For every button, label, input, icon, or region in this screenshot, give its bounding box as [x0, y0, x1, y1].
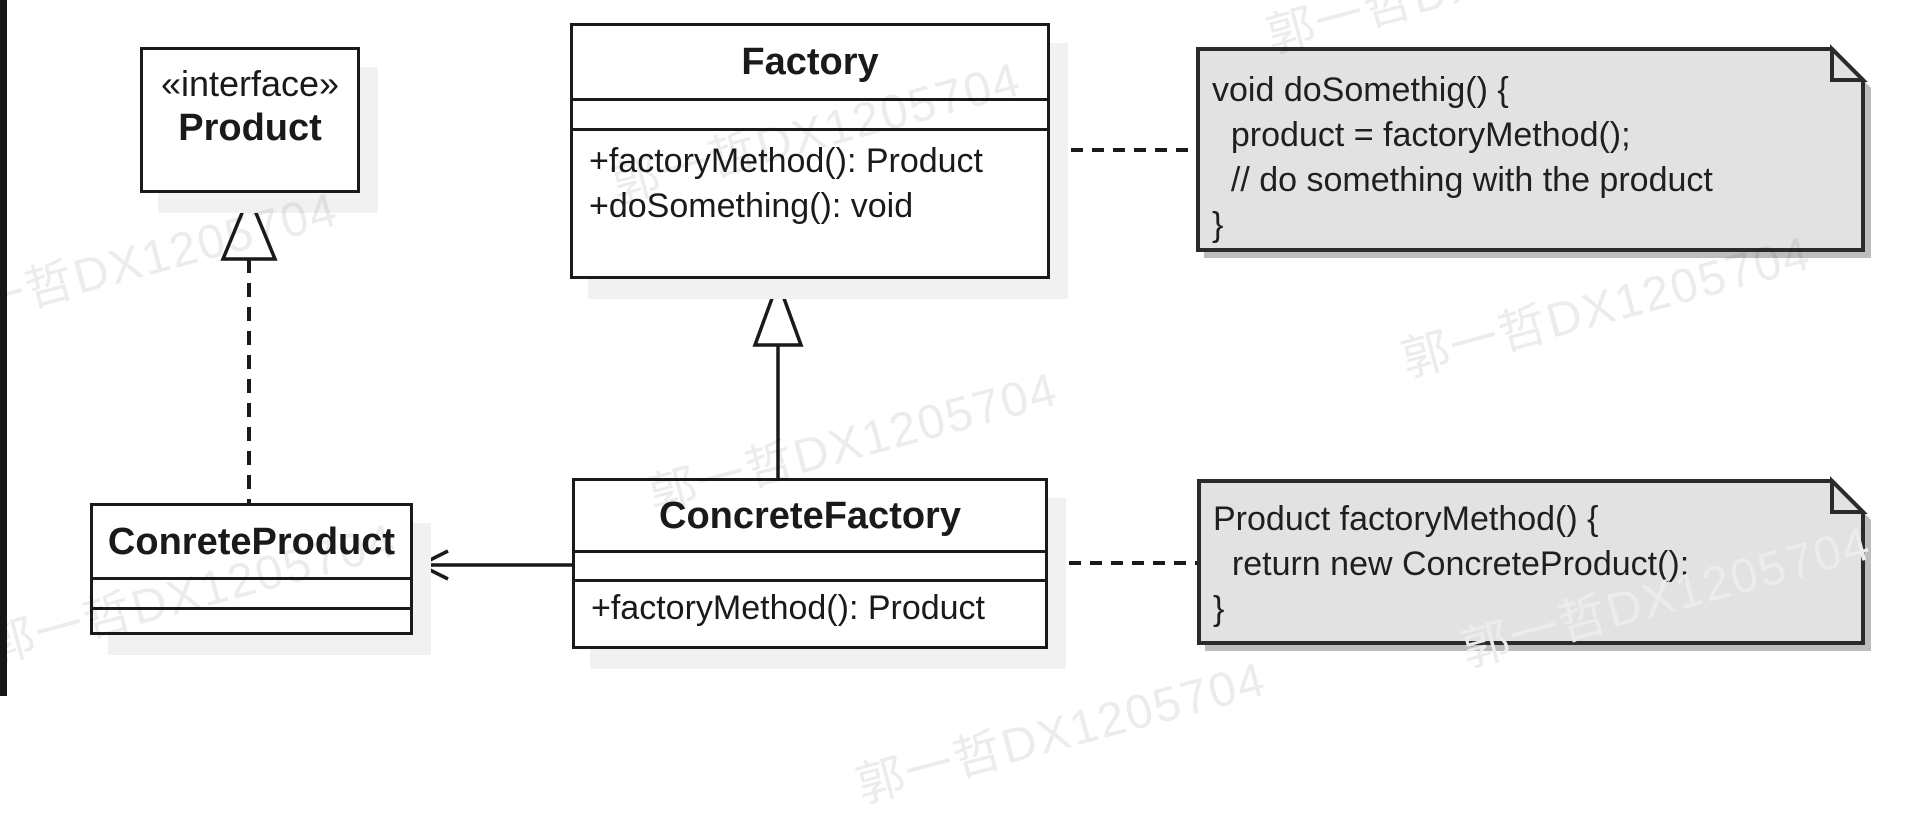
code-line: } [1212, 206, 1224, 244]
method-label: +doSomething(): void [589, 187, 914, 225]
class-concrete-factory: ConcreteFactory +factoryMethod(): Produc… [572, 478, 1048, 649]
code-note-do-something: void doSomethig() { product = factoryMet… [1196, 44, 1871, 258]
code-line: void doSomethig() { [1212, 71, 1509, 109]
code-line: return new ConcreteProduct(); [1213, 545, 1690, 583]
note-code-block: void doSomethig() { product = factoryMet… [1212, 68, 1825, 248]
class-name: Factory [741, 41, 879, 83]
stereotype-label: «interface» [160, 63, 340, 104]
class-concrete-factory-title: ConcreteFactory [575, 481, 1045, 553]
note-shape [1197, 476, 1871, 651]
note-fold-corner [1830, 476, 1868, 514]
class-factory-attributes [573, 101, 1047, 131]
note-code-block: Product factoryMethod() { return new Con… [1213, 497, 1825, 632]
class-factory-methods: +factoryMethod(): Product +doSomething()… [573, 131, 1047, 276]
method-label: +factoryMethod(): Product [591, 589, 986, 627]
class-conrete-product: ConreteProduct [90, 503, 413, 635]
class-product-title: «interface» Product [143, 50, 357, 190]
code-line: product = factoryMethod(); [1212, 116, 1631, 154]
class-concrete-factory-attributes [575, 553, 1045, 582]
code-note-factory-method: Product factoryMethod() { return new Con… [1197, 476, 1871, 651]
code-line: Product factoryMethod() { [1213, 500, 1599, 538]
note-fold-corner [1830, 44, 1868, 82]
method-label: +factoryMethod(): Product [589, 142, 984, 180]
generalization-hollow-triangle [752, 276, 804, 347]
class-factory: Factory +factoryMethod(): Product +doSom… [570, 23, 1050, 279]
note-body [1197, 479, 1865, 645]
class-conrete-product-methods [93, 610, 410, 632]
association-open-arrowhead [416, 549, 449, 581]
connectors-layer [220, 148, 1197, 581]
code-line: // do something with the product [1212, 161, 1713, 199]
class-product: «interface» Product [140, 47, 360, 193]
note-shape [1196, 44, 1871, 258]
class-conrete-product-title: ConreteProduct [93, 506, 410, 580]
realization-hollow-triangle [220, 191, 278, 261]
class-name: Product [178, 107, 322, 149]
class-name: ConreteProduct [107, 520, 396, 563]
class-factory-title: Factory [573, 26, 1047, 101]
class-name: ConcreteFactory [659, 494, 961, 537]
uml-class-diagram: «interface» Product Factory +factoryMeth… [0, 0, 1877, 813]
class-conrete-product-attributes [93, 580, 410, 610]
class-concrete-factory-methods: +factoryMethod(): Product [575, 582, 1045, 646]
left-edge-bar [0, 0, 7, 696]
code-line: } [1213, 590, 1225, 628]
note-body [1196, 47, 1865, 252]
